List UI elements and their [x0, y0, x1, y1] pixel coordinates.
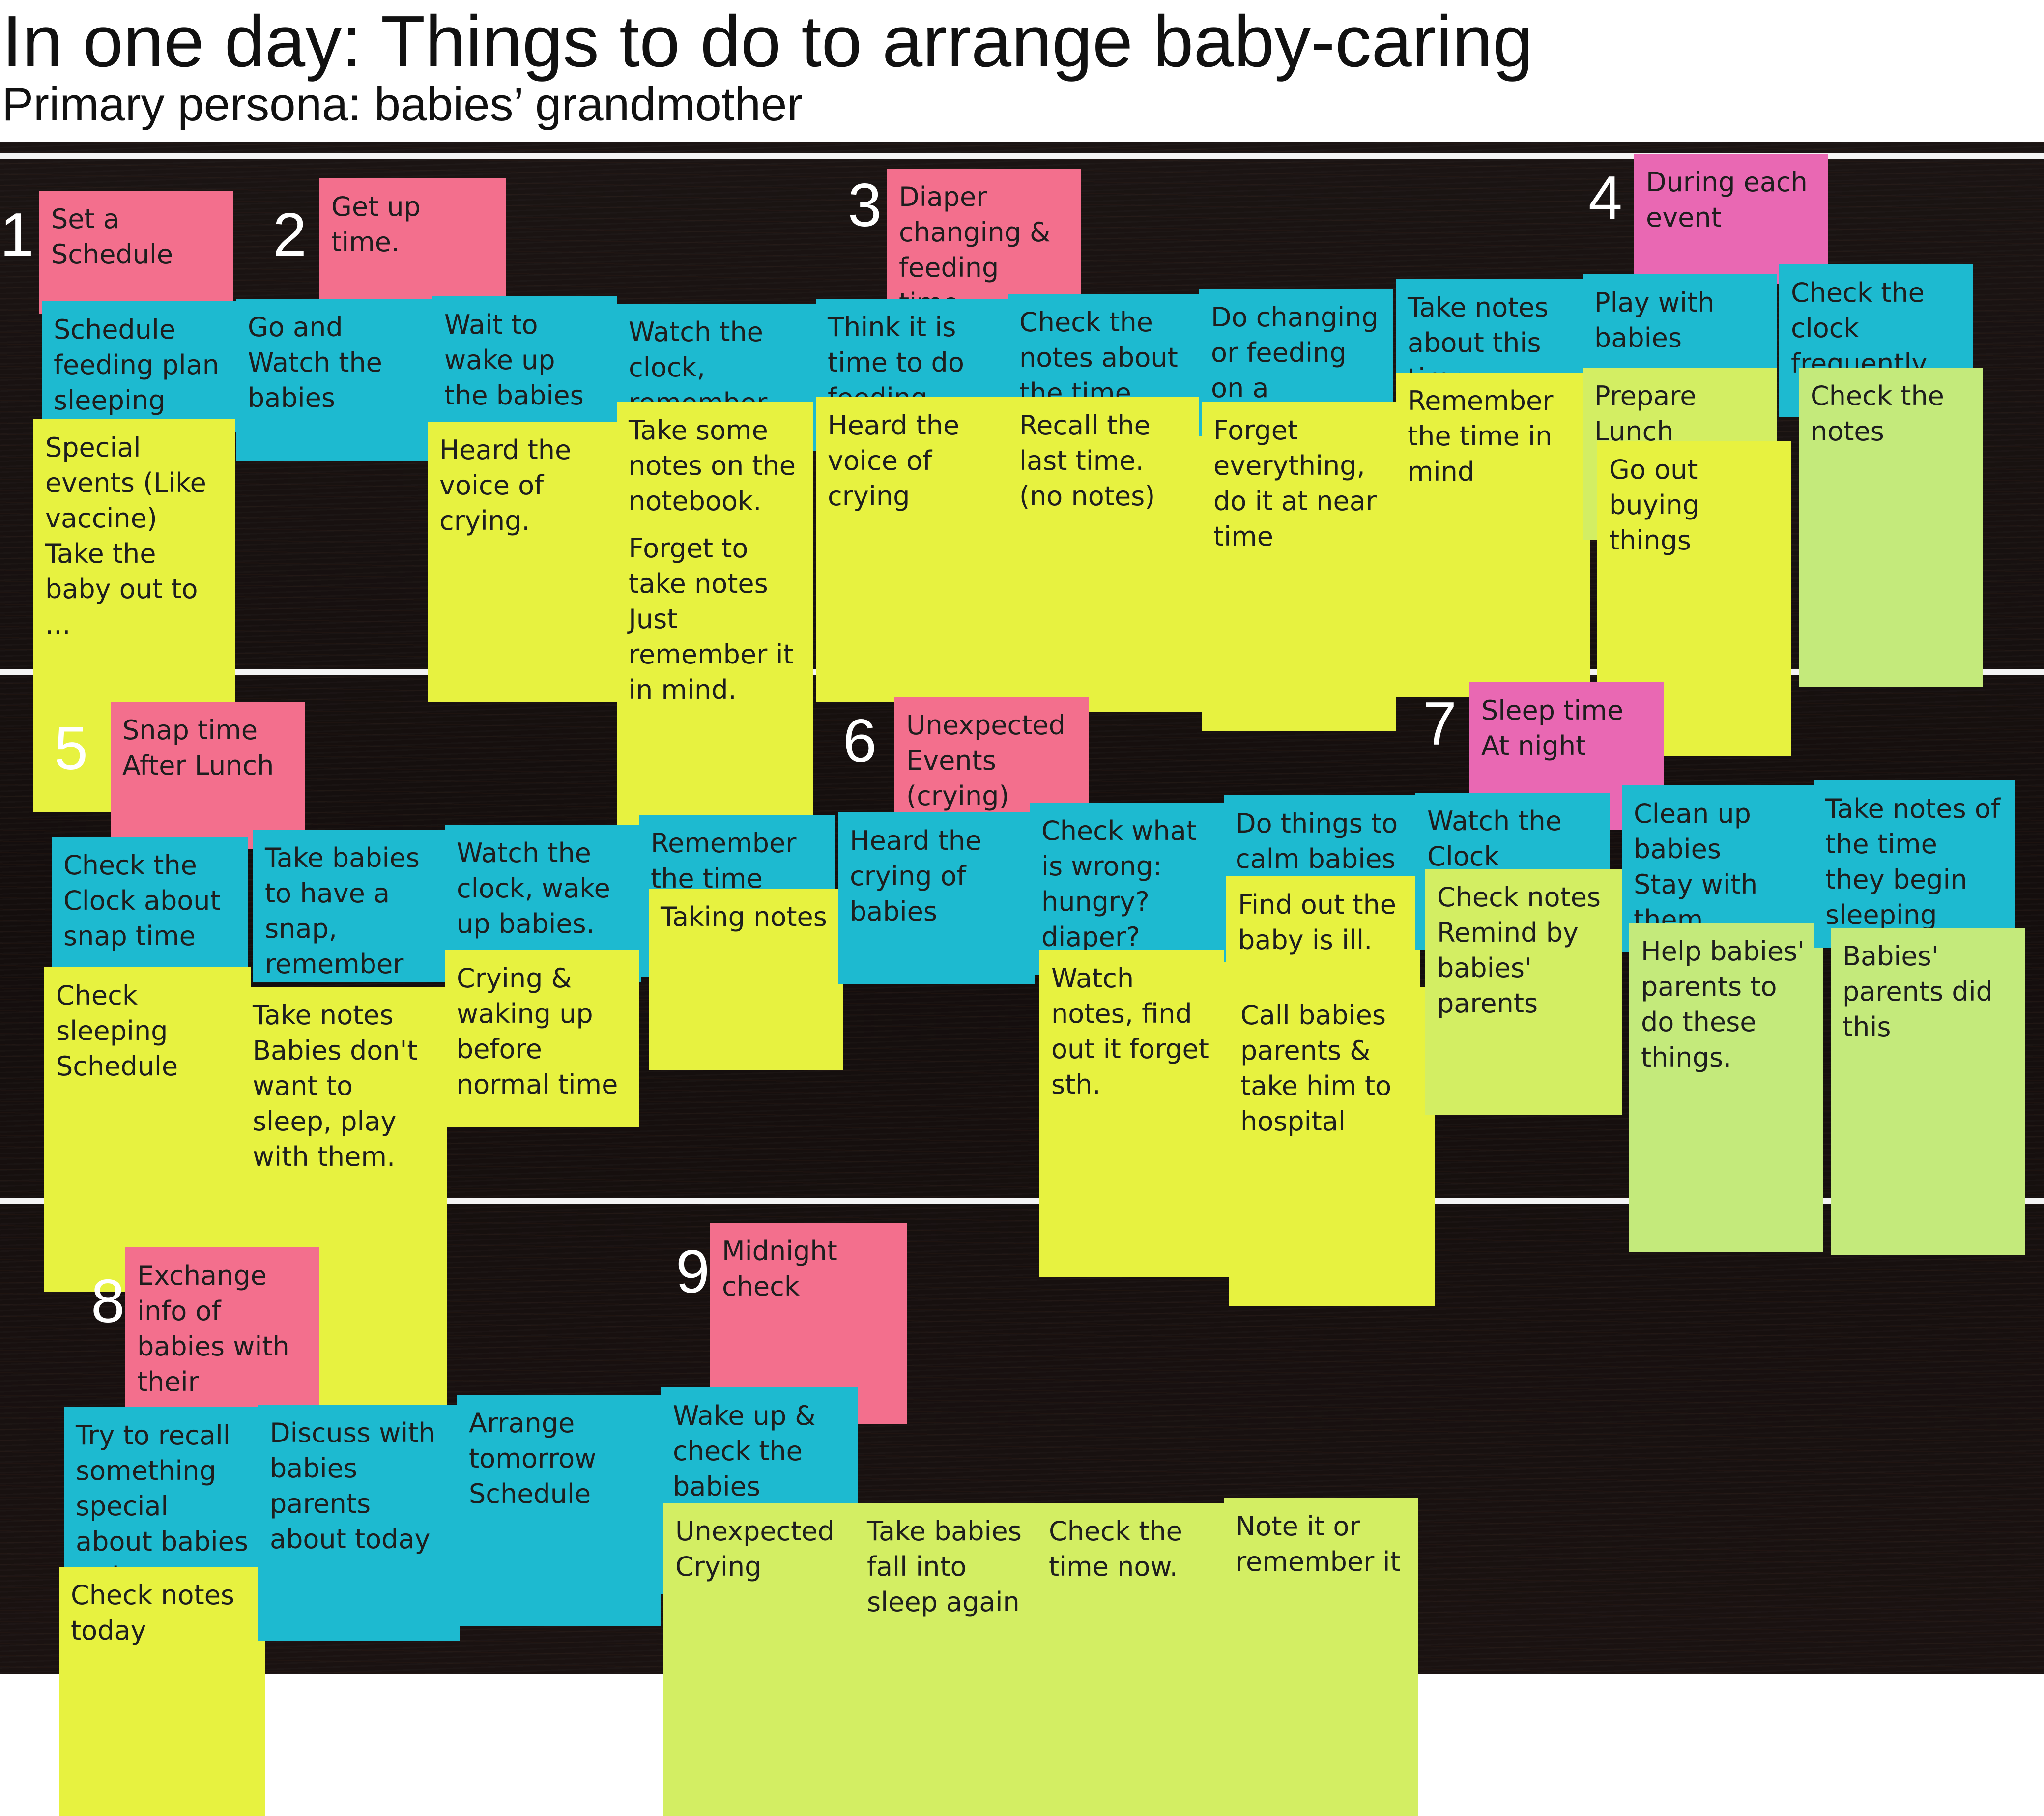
section-number: 6: [843, 707, 877, 775]
sticky-note: Note it or remember it: [1224, 1498, 1418, 1816]
section-header-note: Diaper changing & feeding time.: [887, 169, 1081, 309]
sticky-note: Go and Watch the babies: [236, 299, 437, 461]
sticky-note: Babies' parents did this: [1831, 928, 2025, 1255]
section-header-note: Set a Schedule: [39, 191, 233, 314]
sticky-note: Check the Clock about snap time: [52, 837, 248, 984]
sticky-note: Check the time now.: [1037, 1503, 1234, 1816]
sticky-note: Discuss with babies parents about today: [258, 1405, 460, 1641]
sticky-note: Taking notes: [649, 889, 843, 1070]
sticky-note: Heard the voice of crying: [816, 397, 1010, 702]
sticky-note: Wait to wake up the babies: [432, 296, 617, 429]
page-title: In one day: Things to do to arrange baby…: [2, 1, 1533, 82]
sticky-note: Watch notes, find out it forget sth.: [1039, 950, 1234, 1277]
section-number: 4: [1588, 164, 1622, 232]
sticky-note: Check sleeping Schedule: [44, 967, 251, 1292]
section-header-note: Exchange info of babies with their paren…: [125, 1247, 319, 1410]
sticky-note: Help babies' parents to do these things.: [1629, 923, 1823, 1252]
sticky-note-board: 1 Set a Schedule 2 Get up time. 3 Diaper…: [0, 142, 2044, 1816]
sticky-note: Take notes of the time they begin sleepi…: [1814, 780, 2015, 948]
section-number: 3: [848, 172, 882, 239]
sticky-note: Heard the voice of crying.: [428, 422, 627, 702]
row-divider: [0, 153, 2044, 159]
section-number: 7: [1423, 690, 1457, 758]
section-header-note: Get up time.: [319, 178, 506, 301]
sticky-note: Heard the crying of babies: [838, 812, 1035, 984]
row-divider: [0, 1198, 2044, 1204]
section-header-note: Snap time After Lunch: [111, 702, 305, 849]
sticky-note: Check notes today: [59, 1567, 265, 1816]
sticky-note: Take babies fall into sleep again: [855, 1503, 1052, 1816]
section-header-note: During each event: [1634, 154, 1828, 284]
header: In one day: Things to do to arrange baby…: [0, 0, 2044, 147]
sticky-note: Arrange tomorrow Schedule: [457, 1395, 661, 1626]
sticky-note: Schedule feeding plan sleeping plan: [42, 301, 236, 432]
sticky-note: Forget to take notes Just remember it in…: [617, 520, 813, 835]
page-subtitle: Primary persona: babies’ grandmother: [2, 78, 803, 131]
section-number: 8: [91, 1268, 125, 1335]
section-number: 1: [0, 201, 34, 269]
sticky-note: Check what is wrong: hungry? diaper?: [1030, 803, 1224, 975]
sticky-note: Check the notes: [1799, 368, 1983, 687]
section-number: 9: [676, 1238, 710, 1306]
sticky-note: Forget everything, do it at near time: [1202, 402, 1396, 731]
sticky-note: Recall the last time. (no notes): [1008, 397, 1202, 712]
sticky-note: Unexpected Crying: [663, 1503, 863, 1816]
section-number: 2: [273, 201, 307, 269]
sticky-note: Crying & waking up before normal time: [445, 950, 639, 1127]
sticky-note: Remember the time in mind: [1396, 373, 1590, 697]
sticky-note: Call babies parents & take him to hospit…: [1229, 987, 1435, 1306]
section-number: 5: [54, 715, 88, 782]
section-header-note: Unexpected Events (crying): [894, 697, 1089, 820]
sticky-note: Take babies to have a snap, remember tim…: [253, 830, 450, 982]
